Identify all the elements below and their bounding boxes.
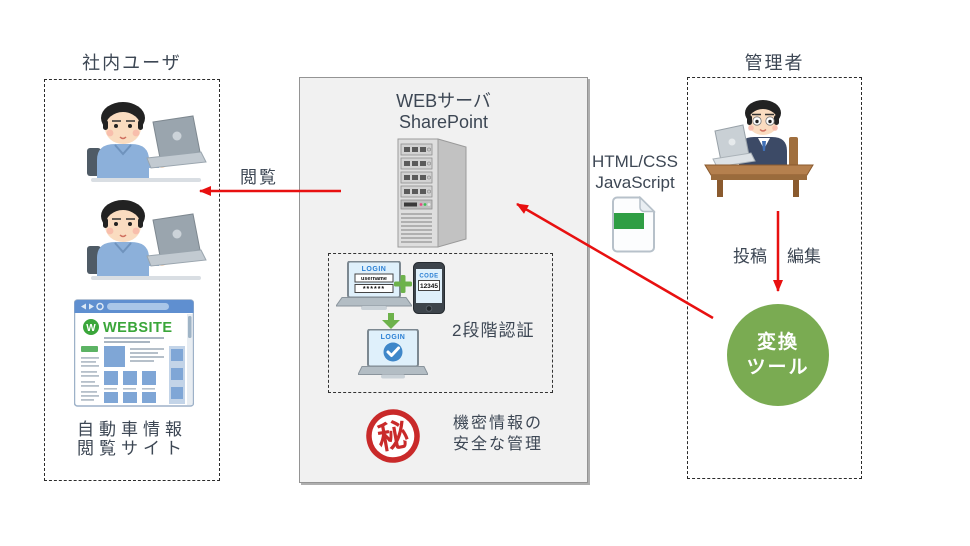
user-at-laptop-icon [87,102,207,182]
conversion-tool-line1: 変換 [756,332,799,353]
html-file-icon [612,196,656,253]
file-format-line2: JavaScript [595,173,675,192]
internal-users-title: 社内ユーザ [82,53,182,73]
site-caption-line1: 自動車情報 [77,420,187,439]
phone-code-value: 12345 [420,283,438,290]
user-at-laptop-icon [87,200,207,280]
site-caption-line2: 閲覧サイト [77,439,187,458]
verified-laptop-icon: LOGIN [358,329,428,379]
website-logo-letter: W [86,323,96,334]
login-laptop-icon: LOGIN username ****** [336,261,412,310]
internal-users-box [44,79,220,481]
file-format-label: HTML/CSS JavaScript [575,151,695,193]
two-factor-label: 2段階認証 [452,321,535,340]
security-caption-line2: 安全な管理 [453,436,544,453]
admin-at-desk-icon [704,100,814,197]
login-screen-title: LOGIN [362,266,387,273]
conversion-tool-circle: 変換 ツール [727,304,829,406]
file-format-line1: HTML/CSS [592,152,678,171]
two-factor-box [328,253,553,393]
site-caption: 自動車情報 閲覧サイト [44,420,220,458]
web-server-title-line1: WEBサーバ [396,91,491,111]
web-server-title-line2: SharePoint [398,112,489,132]
admin-box [687,77,862,479]
admin-title: 管理者 [744,53,805,73]
server-tower-icon [397,138,467,248]
website-screenshot-icon: W WEBSITE [74,299,194,407]
website-logo-text: WEBSITE [103,320,173,336]
plus-icon [394,275,412,293]
web-server-title: WEBサーバ SharePoint [299,91,588,133]
security-caption-line1: 機密情報の [453,415,544,432]
login-username-value: username [361,276,387,282]
phone-code-title: CODE [419,274,438,280]
check-icon [386,346,400,357]
login-password-value: ****** [363,286,385,293]
verified-screen-title: LOGIN [381,334,406,341]
security-caption: 機密情報の 安全な管理 [453,413,543,455]
confidential-stamp-icon: 秘 [366,409,420,463]
stamp-character: 秘 [375,417,412,457]
edit-label: 編集 [787,247,821,266]
view-label: 閲覧 [240,168,278,187]
arrow-down-icon [382,313,400,329]
phone-code-icon: CODE 12345 [413,262,445,314]
post-label: 投稿 [733,247,767,266]
conversion-tool-line2: ツール [746,357,810,378]
upload-arrow [516,202,714,320]
